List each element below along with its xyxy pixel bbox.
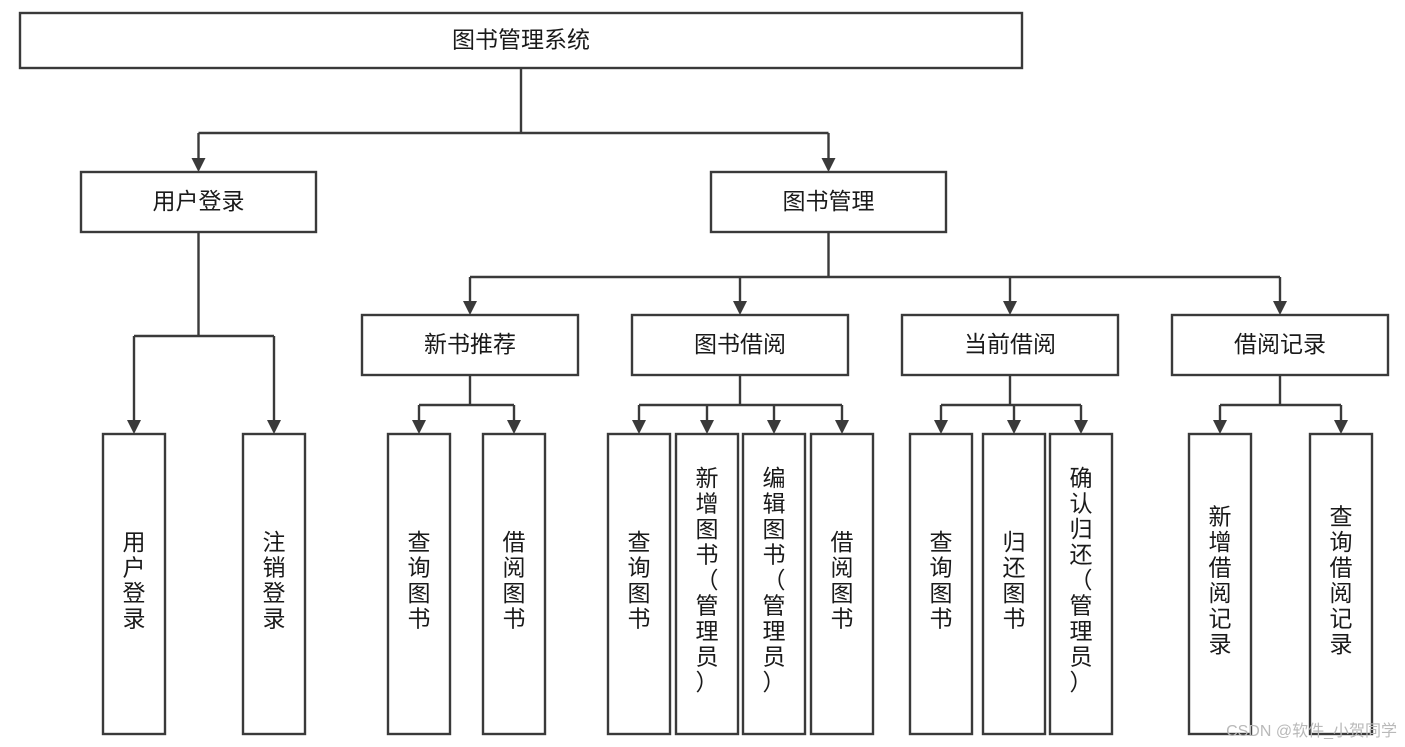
node-box: [1170, 313, 1390, 377]
arrow-head-icon: [632, 420, 646, 434]
arrow-head-icon: [934, 420, 948, 434]
node-leaf-query-book-3: 查询图书: [908, 432, 974, 736]
node-label: 借阅记录: [1234, 331, 1326, 357]
node-box: [18, 11, 1024, 70]
node-label: 注销登录: [263, 529, 286, 632]
arrow-head-icon: [1213, 420, 1227, 434]
node-label: 编辑图书（管理员）: [763, 465, 786, 695]
node-root: 图书管理系统: [18, 11, 1024, 70]
node-box: [809, 432, 875, 736]
node-box: [79, 170, 318, 234]
arrow-head-icon: [463, 301, 477, 315]
edges-layer: [127, 68, 1348, 434]
watermark-text: CSDN @软件_小贺同学: [1226, 723, 1397, 740]
node-leaf-logout: 注销登录: [241, 432, 307, 736]
node-leaf-add-record: 新增借阅记录: [1187, 432, 1253, 736]
node-box: [1308, 432, 1374, 736]
arrow-head-icon: [1003, 301, 1017, 315]
node-box: [674, 432, 740, 736]
arrow-head-icon: [191, 158, 206, 172]
node-leaf-edit-book: 编辑图书（管理员）: [741, 432, 807, 736]
node-leaf-add-book: 新增图书（管理员）: [674, 432, 740, 736]
node-leaf-confirm-return: 确认归还（管理员）: [1048, 432, 1114, 736]
node-new-book-rec: 新书推荐: [360, 313, 580, 377]
arrow-head-icon: [127, 420, 141, 434]
node-leaf-borrow-book-1: 借阅图书: [481, 432, 547, 736]
node-leaf-query-book-2: 查询图书: [606, 432, 672, 736]
node-box: [386, 432, 452, 736]
node-user-login: 用户登录: [79, 170, 318, 234]
node-box: [981, 432, 1047, 736]
node-label: 查询图书: [408, 529, 431, 632]
node-label: 图书借阅: [694, 331, 786, 357]
node-box: [101, 432, 167, 736]
node-leaf-query-book-1: 查询图书: [386, 432, 452, 736]
node-leaf-borrow-book-2: 借阅图书: [809, 432, 875, 736]
arrow-head-icon: [767, 420, 781, 434]
arrow-head-icon: [821, 158, 836, 172]
node-book-manage: 图书管理: [709, 170, 948, 234]
node-leaf-return-book: 归还图书: [981, 432, 1047, 736]
node-box: [1048, 432, 1114, 736]
node-current-borrow: 当前借阅: [900, 313, 1120, 377]
node-label: 查询借阅记录: [1330, 503, 1353, 657]
arrow-head-icon: [733, 301, 747, 315]
node-borrow-record: 借阅记录: [1170, 313, 1390, 377]
node-label: 当前借阅: [964, 331, 1056, 357]
node-leaf-query-record: 查询借阅记录: [1308, 432, 1374, 736]
node-label: 新书推荐: [424, 331, 516, 357]
nodes-layer: 图书管理系统用户登录图书管理新书推荐图书借阅当前借阅借阅记录用户登录注销登录查询…: [18, 11, 1390, 736]
arrow-head-icon: [1334, 420, 1348, 434]
node-label: 新增借阅记录: [1209, 503, 1232, 657]
arrow-head-icon: [1074, 420, 1088, 434]
node-label: 查询图书: [930, 529, 953, 632]
node-label: 归还图书: [1003, 529, 1026, 632]
node-box: [741, 432, 807, 736]
node-box: [908, 432, 974, 736]
node-label: 借阅图书: [831, 529, 854, 632]
node-box: [630, 313, 850, 377]
arrow-head-icon: [1007, 420, 1021, 434]
arrow-head-icon: [835, 420, 849, 434]
node-book-borrow: 图书借阅: [630, 313, 850, 377]
node-label: 新增图书（管理员）: [696, 465, 719, 695]
node-label: 用户登录: [153, 188, 245, 214]
node-box: [241, 432, 307, 736]
node-box: [360, 313, 580, 377]
arrow-head-icon: [700, 420, 714, 434]
node-label: 用户登录: [123, 529, 146, 632]
arrow-head-icon: [507, 420, 521, 434]
node-box: [900, 313, 1120, 377]
node-label: 查询图书: [628, 529, 651, 632]
arrow-head-icon: [412, 420, 426, 434]
node-leaf-user-login: 用户登录: [101, 432, 167, 736]
node-label: 借阅图书: [503, 529, 526, 632]
node-label: 确认归还（管理员）: [1070, 465, 1093, 695]
node-label: 图书管理: [783, 188, 875, 214]
node-box: [606, 432, 672, 736]
arrow-head-icon: [1273, 301, 1287, 315]
node-box: [481, 432, 547, 736]
arrow-head-icon: [267, 420, 281, 434]
node-label: 图书管理系统: [452, 27, 590, 53]
node-box: [709, 170, 948, 234]
node-box: [1187, 432, 1253, 736]
